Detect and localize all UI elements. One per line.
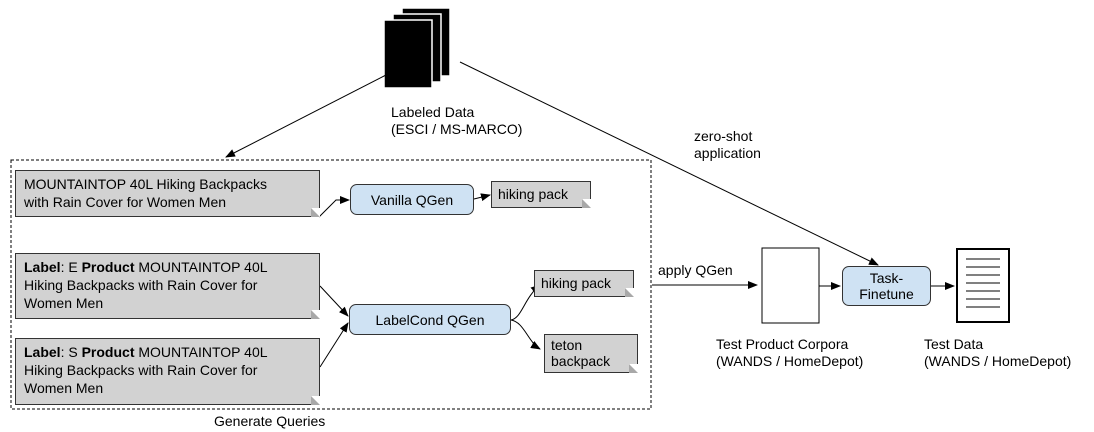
vanilla-input-line1: MOUNTAINTOP 40L Hiking Backpacks bbox=[24, 176, 268, 192]
task-finetune-model: Task- Finetune bbox=[842, 266, 931, 306]
finetune-line1: Task- bbox=[869, 270, 904, 286]
label-e-line3: Women Men bbox=[24, 295, 104, 311]
vanilla-qgen-label: Vanilla QGen bbox=[370, 191, 454, 208]
zero-shot-line1: zero-shot bbox=[694, 128, 753, 144]
test-data-document-icon bbox=[956, 248, 1010, 323]
label-e-line1: Label: E Product MOUNTAINTOP 40L bbox=[24, 258, 311, 276]
corpora-title: Test Product Corpora bbox=[716, 336, 849, 352]
labeled-data-title: Labeled Data bbox=[391, 104, 475, 120]
arrow-labelcond-out-s bbox=[510, 319, 541, 350]
document-stack-icon bbox=[383, 7, 451, 89]
test-data-label: Test Data (WANDS / HomeDepot) bbox=[924, 336, 1071, 370]
label-s-product-key: Product bbox=[81, 344, 135, 360]
arrow-label-s-in bbox=[319, 322, 349, 368]
label-e-input-note: Label: E Product MOUNTAINTOP 40L Hiking … bbox=[15, 253, 320, 319]
labelcond-output-s-note: teton backpack bbox=[544, 334, 638, 373]
label-s-line3: Women Men bbox=[24, 380, 104, 396]
zero-shot-line2: application bbox=[694, 145, 761, 161]
label-s-line2: Hiking Backpacks with Rain Cover for bbox=[24, 362, 258, 378]
labelcond-qgen-model: LabelCond QGen bbox=[349, 304, 511, 335]
arrow-to-generate-queries bbox=[225, 74, 387, 158]
label-e-value: : E bbox=[60, 259, 82, 275]
labeled-data-label: Labeled Data (ESCI / MS-MARCO) bbox=[391, 104, 522, 138]
label-s-value: : S bbox=[60, 344, 82, 360]
labeled-data-subtitle: (ESCI / MS-MARCO) bbox=[391, 121, 523, 137]
zero-shot-label: zero-shot application bbox=[694, 128, 761, 162]
labelcond-qgen-label: LabelCond QGen bbox=[375, 311, 485, 328]
label-e-key: Label bbox=[24, 259, 61, 275]
labelcond-output-e-text: hiking pack bbox=[541, 275, 612, 291]
vanilla-output-text: hiking pack bbox=[498, 186, 569, 202]
label-s-line1: Label: S Product MOUNTAINTOP 40L bbox=[24, 343, 311, 361]
arrow-label-e-in bbox=[319, 285, 349, 317]
arrow-zero-shot bbox=[459, 61, 879, 266]
finetune-line2: Finetune bbox=[859, 286, 914, 302]
label-s-product-value: MOUNTAINTOP 40L bbox=[134, 344, 268, 360]
test-data-subtitle: (WANDS / HomeDepot) bbox=[924, 353, 1072, 369]
generate-queries-group bbox=[10, 159, 652, 410]
label-s-key: Label bbox=[24, 344, 61, 360]
vanilla-qgen-model: Vanilla QGen bbox=[350, 184, 474, 215]
vanilla-output-note: hiking pack bbox=[491, 181, 591, 208]
labelcond-output-s-line1: teton bbox=[551, 337, 583, 353]
corpora-page-icon bbox=[761, 247, 820, 324]
label-e-product-value: MOUNTAINTOP 40L bbox=[134, 259, 268, 275]
vanilla-input-line2: with Rain Cover for Women Men bbox=[24, 194, 227, 210]
arrow-vanilla-in bbox=[318, 196, 350, 218]
labelcond-output-s-line2: backpack bbox=[551, 353, 611, 369]
label-e-product-key: Product bbox=[81, 259, 135, 275]
label-e-line2: Hiking Backpacks with Rain Cover for bbox=[24, 277, 258, 293]
apply-qgen-label: apply QGen bbox=[658, 262, 733, 278]
corpora-subtitle: (WANDS / HomeDepot) bbox=[716, 353, 864, 369]
label-s-input-note: Label: S Product MOUNTAINTOP 40L Hiking … bbox=[15, 338, 320, 405]
corpora-label: Test Product Corpora (WANDS / HomeDepot) bbox=[716, 336, 896, 370]
arrow-vanilla-out bbox=[473, 193, 491, 202]
vanilla-input-note: MOUNTAINTOP 40L Hiking Backpacks with Ra… bbox=[15, 170, 320, 217]
test-data-title: Test Data bbox=[924, 336, 984, 352]
generate-queries-caption: Generate Queries bbox=[214, 413, 326, 429]
labelcond-output-e-note: hiking pack bbox=[534, 270, 634, 297]
